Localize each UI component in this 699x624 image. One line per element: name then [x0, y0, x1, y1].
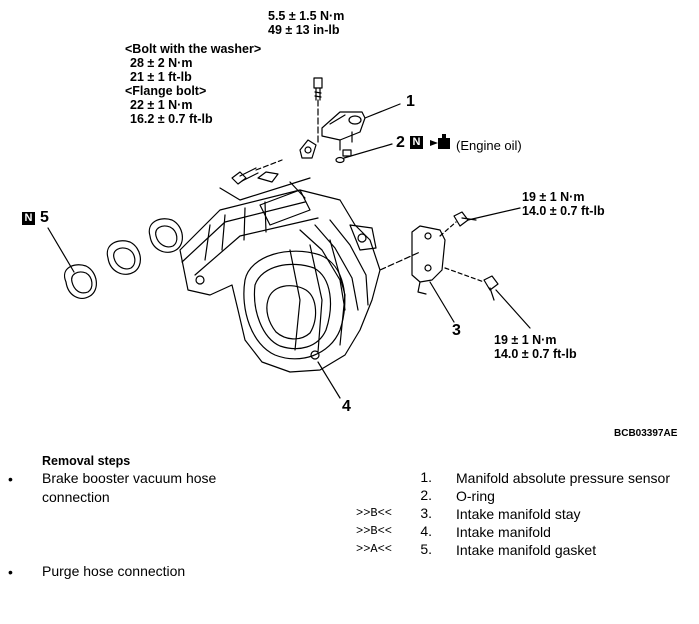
step-3-num: 3. [420, 505, 432, 521]
callout-5: 5 [40, 209, 49, 226]
step-2-text: O-ring [456, 488, 495, 504]
bullet-1: • [8, 471, 13, 487]
washer-bolt-torque-ftlb: 21 ± 1 ft-lb [130, 70, 192, 84]
new-part-badge-2: N [410, 136, 423, 149]
engine-oil-label: (Engine oil) [456, 138, 522, 153]
stay-bolt-upper-drawing [439, 207, 521, 237]
callout-2: 2 [396, 134, 405, 151]
step-3-marker: >>B<< [356, 506, 393, 520]
step-4-num: 4. [420, 523, 432, 539]
oil-can-icon [430, 134, 450, 149]
removal-steps-title: Removal steps [42, 454, 131, 468]
flange-bolt-drawing [231, 159, 283, 185]
stay-lower-torque-nm: 19 ± 1 N·m [494, 333, 557, 347]
callout-3: 3 [452, 322, 461, 339]
map-sensor-drawing [321, 111, 366, 157]
new-part-badge-5: N [22, 212, 35, 225]
intake-manifold-drawing [179, 177, 381, 373]
stay-upper-torque-ftlb: 14.0 ± 0.7 ft-lb [522, 204, 605, 218]
sensor-bolt-drawing [313, 77, 323, 146]
flange-bolt-title: <Flange bolt> [125, 84, 207, 98]
step-4-marker: >>B<< [356, 524, 393, 538]
step-2-num: 2. [420, 487, 432, 503]
left-step-2: Purge hose connection [42, 563, 186, 579]
sensor-torque-nm: 5.5 ± 1.5 N·m [268, 9, 345, 23]
flange-bolt-torque-nm: 22 ± 1 N·m [130, 98, 193, 112]
callout-1: 1 [406, 93, 415, 110]
step-5-marker: >>A<< [356, 542, 393, 556]
step-3-text: Intake manifold stay [456, 506, 581, 522]
step-5-num: 5. [420, 541, 432, 557]
intake-manifold-stay-drawing [411, 225, 446, 295]
stay-lower-torque-ftlb: 14.0 ± 0.7 ft-lb [494, 347, 577, 361]
figure-code: BCB03397AE [614, 428, 678, 439]
flange-bolt-torque-ftlb: 16.2 ± 0.7 ft-lb [130, 112, 213, 126]
intake-gaskets-drawing [64, 218, 183, 299]
left-step-1-line1: Brake booster vacuum hose [42, 470, 217, 486]
washer-bolt-title: <Bolt with the washer> [125, 42, 262, 56]
o-ring-drawing [335, 156, 345, 164]
bullet-2: • [8, 564, 13, 580]
step-4-text: Intake manifold [456, 524, 551, 540]
stay-upper-torque-nm: 19 ± 1 N·m [522, 190, 585, 204]
sensor-torque-inlb: 49 ± 13 in-lb [268, 23, 340, 37]
step-1-num: 1. [420, 469, 432, 485]
washer-bolt-torque-nm: 28 ± 2 N·m [130, 56, 193, 70]
callout-4: 4 [342, 398, 351, 415]
step-1-text: Manifold absolute pressure sensor [456, 470, 671, 486]
left-step-1-line2: connection [42, 489, 110, 505]
intake-manifold-diagram [47, 77, 531, 399]
step-5-text: Intake manifold gasket [456, 542, 597, 558]
stay-bolt-lower-drawing [444, 267, 531, 329]
